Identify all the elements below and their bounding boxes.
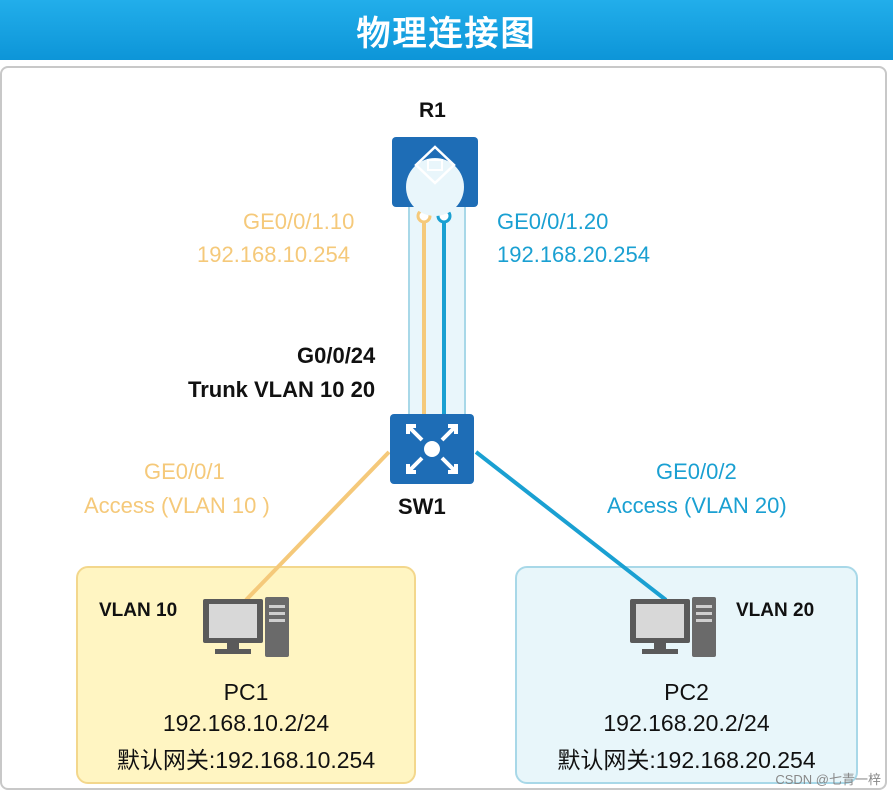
subif2-name: GE0/0/1.20: [497, 209, 609, 234]
port2-name: GE0/0/2: [656, 459, 737, 484]
trunk-desc: Trunk VLAN 10 20: [188, 377, 376, 402]
port1-mode: Access (VLAN 10 ): [84, 493, 270, 518]
port1-name: GE0/0/1: [144, 459, 225, 484]
pc2-vlan: VLAN 20: [736, 600, 815, 621]
subif1-ip: 192.168.10.254: [197, 242, 350, 267]
pc1-ip: 192.168.10.2/24: [162, 710, 330, 736]
watermark: CSDN @七青一梓: [775, 772, 881, 787]
trunk-port: G0/0/24: [297, 343, 376, 368]
switch-sw1[interactable]: [390, 414, 474, 484]
pc1-access-link: [244, 450, 391, 602]
router-icon: [406, 145, 464, 216]
pc1[interactable]: [201, 597, 291, 664]
pc1-computer-icon: [203, 597, 289, 657]
pc1-gateway: 默认网关:192.168.10.254: [116, 747, 376, 773]
pc2-computer-icon: [630, 597, 716, 657]
subif1-name: GE0/0/1.10: [243, 209, 355, 234]
subif2-ip: 192.168.20.254: [497, 242, 650, 267]
pc1-name: PC1: [223, 679, 269, 705]
switch-icon: [406, 424, 458, 474]
diagram-title: 物理连接图: [356, 13, 537, 54]
title-banner: 物理连接图: [0, 0, 893, 60]
pc2[interactable]: [628, 597, 718, 664]
pc1-vlan: VLAN 10: [99, 600, 178, 621]
pc2-gateway: 默认网关:192.168.20.254: [557, 747, 816, 773]
router-r1[interactable]: [392, 137, 478, 216]
pc2-access-link: [474, 450, 668, 602]
router-name: R1: [419, 99, 446, 122]
switch-name: SW1: [398, 494, 446, 519]
trunk-tube: [408, 204, 466, 418]
pc2-ip: 192.168.20.2/24: [603, 710, 770, 736]
port2-mode: Access (VLAN 20): [607, 493, 787, 518]
pc2-name: PC2: [664, 679, 709, 705]
